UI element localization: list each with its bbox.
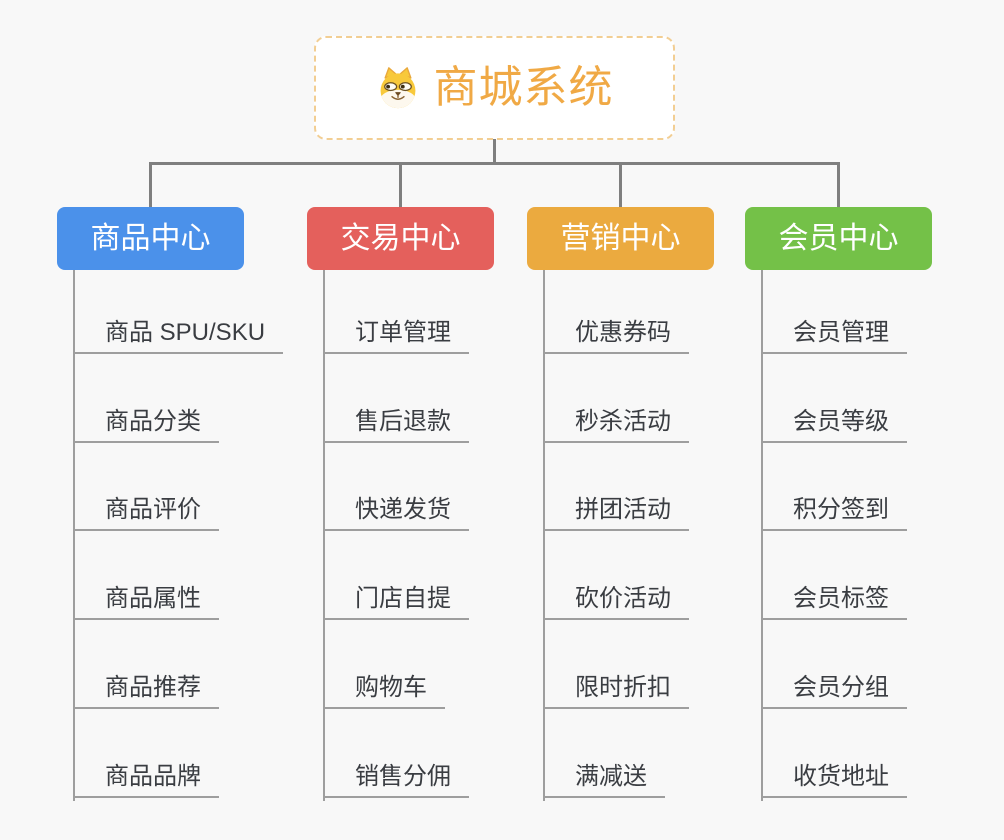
connector-root-stem <box>493 139 496 163</box>
branch-header-2[interactable]: 营销中心 <box>527 207 714 270</box>
branch-children-column: 订单管理 售后退款 快递发货 门店自提 购物车 销售分佣 <box>323 265 469 801</box>
leaf-node-1-2[interactable]: 快递发货 <box>323 489 469 532</box>
leaf-node-3-0[interactable]: 会员管理 <box>761 312 907 354</box>
connector-branch-drop <box>837 162 840 208</box>
connector-branch-trunk <box>73 270 75 801</box>
leaf-node-2-4[interactable]: 限时折扣 <box>543 667 689 709</box>
leaf-node-3-1[interactable]: 会员等级 <box>761 401 907 443</box>
connector-branch-trunk <box>323 270 325 801</box>
leaf-node-1-4[interactable]: 购物车 <box>323 667 445 709</box>
root-node-mall-system[interactable]: 商城系统 <box>314 36 675 140</box>
connector-branch-trunk <box>543 270 545 801</box>
leaf-node-2-3[interactable]: 砍价活动 <box>543 578 689 621</box>
leaf-node-1-1[interactable]: 售后退款 <box>323 401 469 443</box>
leaf-node-0-4[interactable]: 商品推荐 <box>73 667 219 709</box>
leaf-node-1-3[interactable]: 门店自提 <box>323 578 469 621</box>
leaf-node-0-1[interactable]: 商品分类 <box>73 401 219 443</box>
connector-branch-drop <box>619 162 622 208</box>
branch-children-column: 会员管理 会员等级 积分签到 会员标签 会员分组 收货地址 <box>761 265 907 801</box>
leaf-node-0-2[interactable]: 商品评价 <box>73 489 219 532</box>
leaf-node-1-0[interactable]: 订单管理 <box>323 312 469 354</box>
leaf-node-3-4[interactable]: 会员分组 <box>761 667 907 709</box>
leaf-node-2-2[interactable]: 拼团活动 <box>543 489 689 532</box>
connector-branch-drop <box>399 162 402 208</box>
leaf-node-2-0[interactable]: 优惠券码 <box>543 312 689 354</box>
leaf-node-3-2[interactable]: 积分签到 <box>761 489 907 532</box>
leaf-node-1-5[interactable]: 销售分佣 <box>323 756 469 798</box>
root-title: 商城系统 <box>433 63 614 112</box>
leaf-node-3-5[interactable]: 收货地址 <box>761 756 907 798</box>
branch-children-column: 优惠券码 秒杀活动 拼团活动 砍价活动 限时折扣 满减送 <box>543 265 689 801</box>
branch-children-column: 商品 SPU/SKU 商品分类 商品评价 商品属性 商品推荐 商品品牌 <box>73 265 284 801</box>
dog-face-icon <box>380 67 415 109</box>
leaf-node-0-3[interactable]: 商品属性 <box>73 578 219 621</box>
leaf-node-2-5[interactable]: 满减送 <box>543 756 665 798</box>
leaf-node-0-0[interactable]: 商品 SPU/SKU <box>73 312 284 354</box>
leaf-node-0-5[interactable]: 商品品牌 <box>73 756 219 798</box>
leaf-node-3-3[interactable]: 会员标签 <box>761 578 907 621</box>
branch-header-0[interactable]: 商品中心 <box>57 207 244 270</box>
connector-branch-trunk <box>761 270 763 801</box>
leaf-node-2-1[interactable]: 秒杀活动 <box>543 401 689 443</box>
connector-branch-drop <box>149 162 152 208</box>
branch-header-3[interactable]: 会员中心 <box>745 207 932 270</box>
branch-header-1[interactable]: 交易中心 <box>307 207 494 270</box>
connector-horizontal-bar <box>149 162 840 165</box>
